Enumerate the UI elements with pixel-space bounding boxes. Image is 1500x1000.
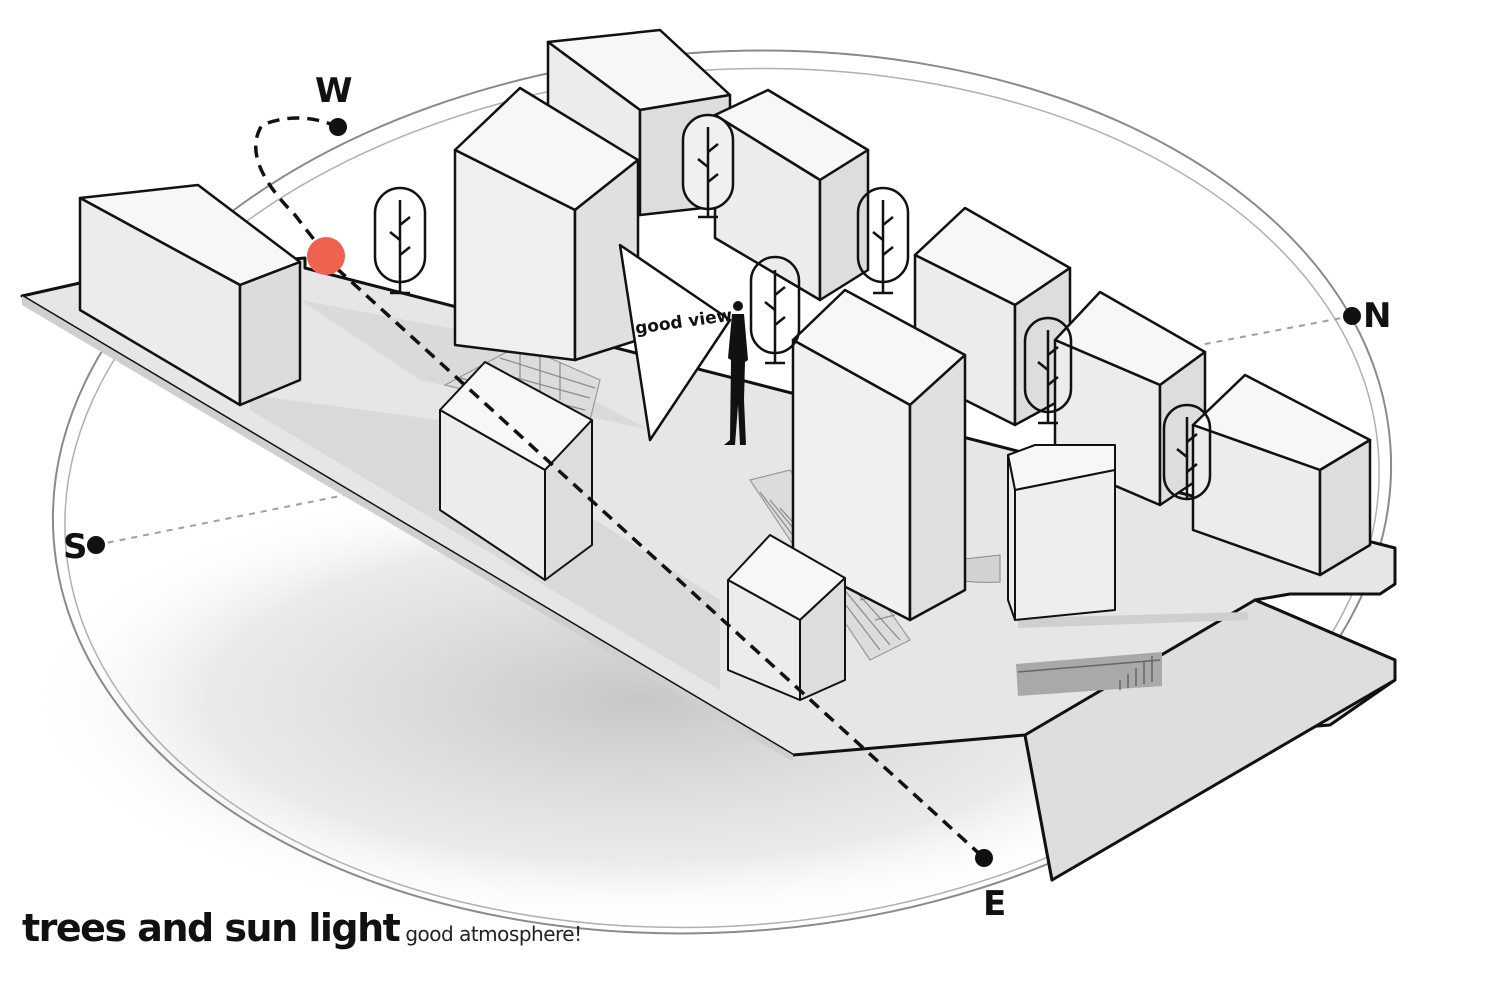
south-dot <box>87 536 105 554</box>
building-back-2 <box>713 88 870 302</box>
tree-5 <box>1023 316 1073 425</box>
building-tall-center <box>453 86 640 362</box>
tree-4 <box>749 255 801 365</box>
compass-east-label: E <box>983 884 1006 924</box>
building-small-right <box>1007 444 1116 621</box>
tree-3 <box>856 186 910 295</box>
view-cone <box>618 243 732 442</box>
sun-path <box>253 116 986 860</box>
building-front-left <box>439 361 593 581</box>
compass-axes <box>95 315 1353 546</box>
tree-1 <box>373 186 427 295</box>
east-dot <box>975 849 993 867</box>
person-silhouette <box>724 301 748 445</box>
compass-west-label: W <box>315 71 353 111</box>
ground-slab <box>20 256 1397 882</box>
compass-north-label: N <box>1363 296 1391 336</box>
tree-6 <box>1162 403 1212 501</box>
sun-icon <box>307 237 345 275</box>
building-back-5 <box>1191 373 1372 577</box>
west-dot <box>329 118 347 136</box>
north-dot <box>1343 307 1361 325</box>
tree-2 <box>681 113 735 219</box>
building-tall-right <box>791 288 967 622</box>
caption-subtitle: good atmosphere! <box>405 922 582 946</box>
building-front <box>727 534 846 701</box>
compass-south-label: S <box>63 527 88 567</box>
caption-title: trees and sun light <box>22 906 401 950</box>
building-left <box>78 183 302 407</box>
